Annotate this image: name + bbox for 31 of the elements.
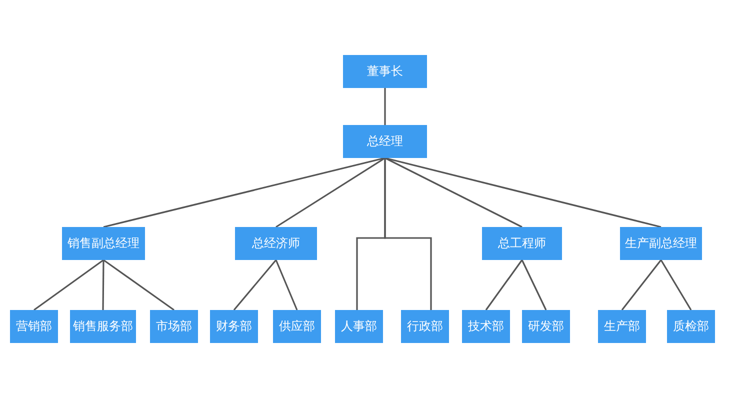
connector-line xyxy=(384,158,432,310)
connector-line xyxy=(521,260,547,310)
org-box: 营销部 xyxy=(10,310,58,343)
org-box: 生产副总经理 xyxy=(620,227,702,260)
connector-line xyxy=(384,157,522,228)
connector-line xyxy=(276,157,386,228)
org-box: 董事长 xyxy=(343,55,427,88)
org-box: 总经济师 xyxy=(235,227,317,260)
connector-line xyxy=(103,157,386,228)
org-box: 总工程师 xyxy=(482,227,562,260)
org-box: 供应部 xyxy=(273,310,321,343)
connector-line xyxy=(384,88,386,125)
org-box: 总经理 xyxy=(343,125,427,158)
connector-line xyxy=(233,259,277,311)
connector-line xyxy=(102,260,104,310)
connector-line xyxy=(621,260,662,310)
org-box: 财务部 xyxy=(210,310,258,343)
connector-line xyxy=(660,260,692,310)
org-box: 质检部 xyxy=(667,310,715,343)
connector-line xyxy=(34,259,104,311)
org-box: 行政部 xyxy=(401,310,449,343)
connector-line xyxy=(485,260,523,310)
org-box: 销售服务部 xyxy=(70,310,136,343)
connector-line xyxy=(275,260,298,310)
org-box: 生产部 xyxy=(598,310,646,343)
org-box: 研发部 xyxy=(522,310,570,343)
org-box: 技术部 xyxy=(462,310,510,343)
org-box: 销售副总经理 xyxy=(62,227,145,260)
org-box: 市场部 xyxy=(150,310,198,343)
connector-line xyxy=(103,259,174,311)
org-box: 人事部 xyxy=(335,310,383,343)
